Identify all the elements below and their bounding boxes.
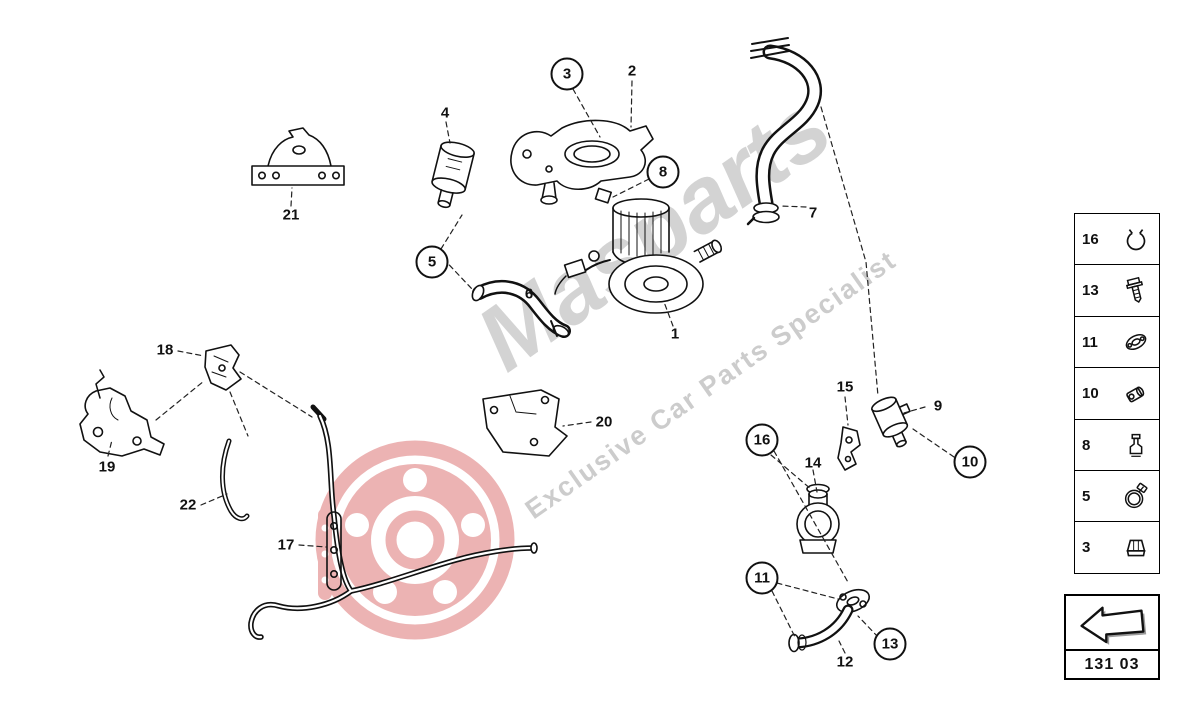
part-15-bracket — [837, 426, 861, 471]
part-7-hose — [746, 37, 823, 226]
nav-box: 131 03 — [1064, 594, 1160, 680]
callout-3[interactable]: 3 — [550, 57, 584, 91]
legend-item-10[interactable]: 10 — [1074, 367, 1160, 421]
callout-15[interactable]: 15 — [836, 378, 854, 396]
legend-item-label: 11 — [1082, 333, 1098, 351]
callout-11[interactable]: 11 — [745, 561, 779, 595]
hose-clamp-icon — [1124, 482, 1148, 508]
flange-nut-icon — [1126, 539, 1146, 557]
legend-item-label: 13 — [1082, 282, 1099, 300]
callout-20[interactable]: 20 — [595, 413, 613, 431]
part-6-hose — [471, 279, 571, 338]
part-12-pipe — [788, 588, 871, 653]
callout-7[interactable]: 7 — [808, 204, 818, 222]
callout-18[interactable]: 18 — [156, 341, 174, 359]
legend-item-3[interactable]: 3 — [1074, 521, 1160, 575]
callout-6[interactable]: 6 — [524, 285, 534, 303]
callout-21[interactable]: 21 — [282, 206, 300, 224]
part-17-tube — [248, 404, 538, 640]
back-arrow-button[interactable] — [1066, 596, 1158, 649]
callout-16[interactable]: 16 — [745, 423, 779, 457]
part-20-bracket-plate — [482, 389, 568, 457]
callout-10[interactable]: 10 — [953, 445, 987, 479]
legend-item-13[interactable]: 13 — [1074, 264, 1160, 318]
legend-item-label: 3 — [1082, 539, 1091, 557]
legend-item-16[interactable]: 16 — [1074, 213, 1160, 266]
callout-17[interactable]: 17 — [277, 536, 295, 554]
part-18-bracket — [204, 344, 242, 391]
callout-14[interactable]: 14 — [804, 454, 822, 472]
callout-19[interactable]: 19 — [98, 458, 116, 476]
leader-lines — [107, 80, 955, 654]
part-4-valve — [431, 141, 475, 209]
legend-item-label: 5 — [1082, 488, 1091, 506]
legend-item-label: 16 — [1082, 231, 1099, 248]
part-9-valve — [871, 396, 911, 448]
callout-2[interactable]: 2 — [627, 62, 637, 80]
callout-9[interactable]: 9 — [933, 397, 943, 415]
part-14-valve — [796, 483, 840, 554]
callout-1[interactable]: 1 — [670, 325, 680, 343]
legend-item-5[interactable]: 5 — [1074, 470, 1160, 524]
part-21-bracket — [251, 127, 345, 186]
legend-item-label: 10 — [1082, 385, 1099, 403]
callout-13[interactable]: 13 — [873, 627, 907, 661]
callout-8[interactable]: 8 — [646, 155, 680, 189]
callout-5[interactable]: 5 — [415, 245, 449, 279]
hardware-legend: 16 13 11 — [1074, 213, 1160, 575]
callout-4[interactable]: 4 — [440, 104, 450, 122]
watermark-logo-icon — [315, 440, 515, 640]
legend-item-8[interactable]: 8 — [1074, 418, 1160, 472]
legend-item-11[interactable]: 11 — [1074, 315, 1160, 369]
part-19-bracket — [79, 369, 165, 457]
gasket-icon — [1125, 334, 1147, 351]
cap-bush-icon — [1126, 386, 1145, 403]
page-code: 131 03 — [1066, 649, 1158, 678]
sensor-plug-icon — [1129, 434, 1143, 458]
part-1-air-pump — [554, 187, 723, 314]
legend-item-label: 8 — [1082, 436, 1091, 454]
back-arrow-icon — [1080, 606, 1147, 645]
part-2-bracket — [510, 119, 654, 205]
part-22-strap — [220, 438, 250, 522]
flange-bolt-icon — [1125, 276, 1144, 303]
callout-22[interactable]: 22 — [179, 496, 197, 514]
callout-12[interactable]: 12 — [836, 653, 854, 671]
spring-clamp-icon — [1126, 228, 1146, 250]
